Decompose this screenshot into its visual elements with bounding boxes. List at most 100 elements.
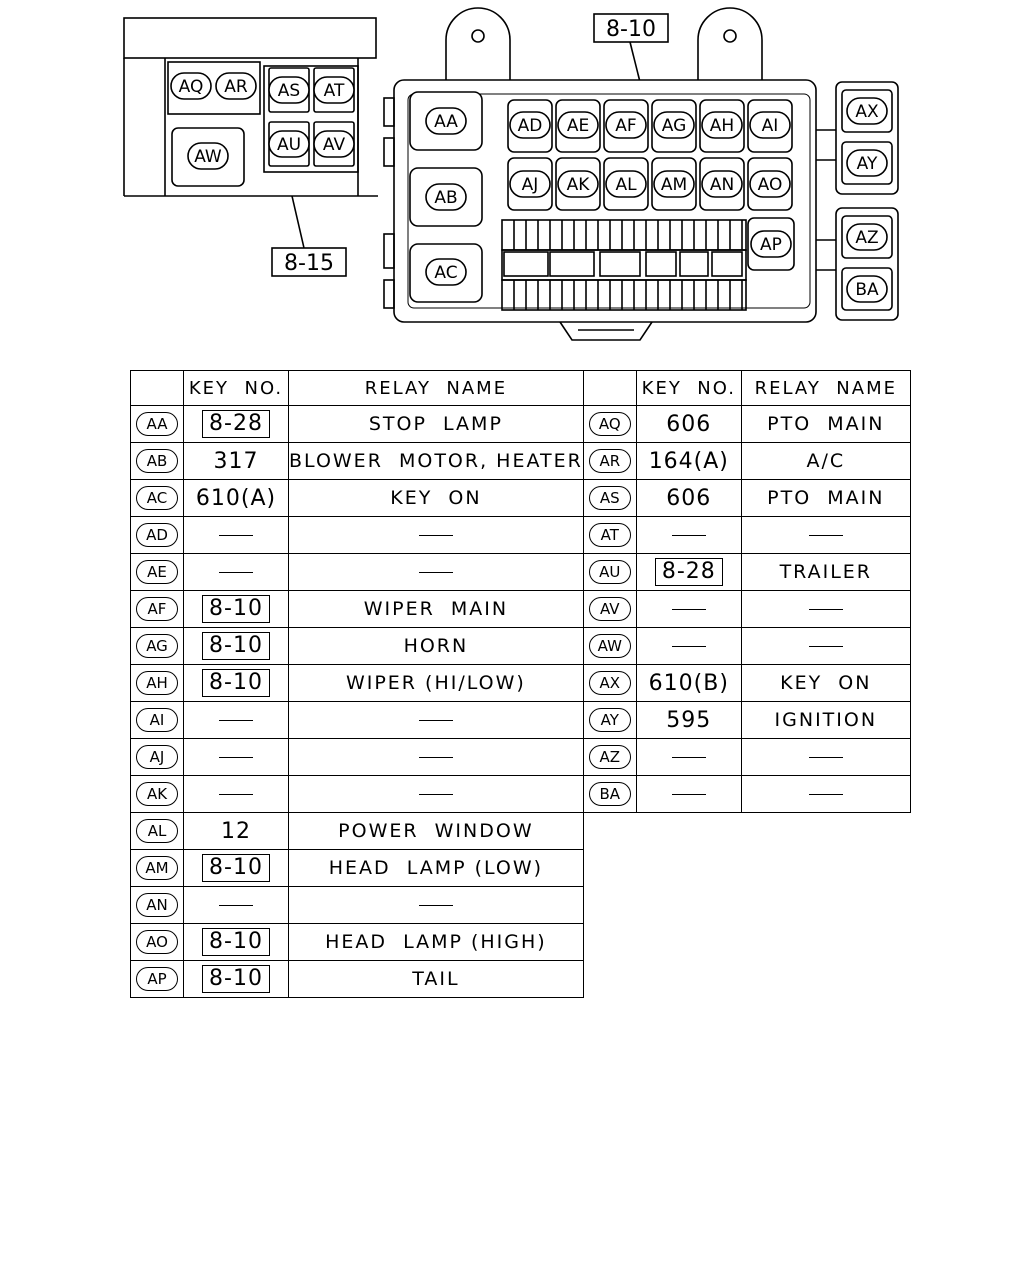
relay-aw-label: AW — [194, 147, 222, 167]
key-cell: AN — [130, 886, 184, 924]
relay-name-cell — [288, 738, 584, 776]
ref-box-8-10 — [593, 13, 669, 43]
empty-dash — [418, 905, 453, 906]
relay-ao-marker: AO — [749, 170, 791, 198]
relay-name-cell — [288, 701, 584, 739]
relay-key-badge: AA — [136, 412, 178, 436]
relay-key-badge: AU — [588, 560, 631, 584]
blank-cell — [636, 850, 741, 887]
relay-name: TAIL — [412, 968, 460, 990]
key-cell: AM — [130, 849, 184, 887]
key-no-cell — [183, 516, 289, 554]
key-no-cell: 8-28 — [635, 553, 742, 591]
relay-ae-marker: AE — [557, 111, 599, 139]
relay-key-badge: AP — [136, 967, 178, 991]
relay-name-cell: PTO MAIN — [740, 405, 911, 443]
table-row: AK BA — [130, 775, 911, 813]
key-no-value: 317 — [213, 448, 259, 474]
relay-af-marker: AF — [605, 111, 647, 139]
relay-key-badge: AX — [588, 671, 631, 695]
relay-name-cell: POWER WINDOW — [288, 812, 584, 850]
ref-label-8-10: 8-10 — [606, 17, 656, 42]
key-no-cell — [183, 738, 289, 776]
key-cell: AD — [130, 516, 184, 554]
key-cell: AW — [582, 627, 637, 665]
left-relay-block — [123, 17, 378, 197]
relay-key-badge: AL — [136, 819, 178, 843]
relay-key-badge: AK — [136, 782, 178, 806]
empty-dash — [418, 757, 453, 758]
relay-name-cell: KEY ON — [740, 664, 911, 702]
key-cell: AL — [130, 812, 184, 850]
relay-key-badge: AJ — [136, 745, 178, 769]
relay-name-cell — [288, 886, 584, 924]
key-no-cell — [635, 627, 742, 665]
key-no-cell: 8-10 — [183, 849, 289, 887]
key-cell: AY — [582, 701, 637, 739]
key-cell: AH — [130, 664, 184, 702]
blank-cell — [741, 813, 910, 850]
key-cell: AI — [130, 701, 184, 739]
blank-cell — [583, 850, 636, 887]
key-no-cell — [183, 886, 289, 924]
key-no-cell — [183, 775, 289, 813]
relay-ag-label: AG — [662, 116, 687, 136]
key-cell: AT — [582, 516, 637, 554]
blank-cell — [741, 887, 910, 924]
relay-aa-marker: AA — [425, 107, 467, 135]
relay-ar-marker: AR — [215, 72, 257, 100]
relay-ak-label: AK — [567, 175, 591, 195]
key-cell: AF — [130, 590, 184, 628]
empty-dash — [808, 535, 843, 536]
ref-box-8-15 — [271, 247, 347, 277]
relay-af-label: AF — [615, 116, 636, 136]
empty-dash — [418, 535, 453, 536]
empty-dash — [808, 794, 843, 795]
relay-at-marker: AT — [313, 76, 355, 104]
relay-key-badge: BA — [588, 782, 631, 806]
blank-cell — [741, 961, 910, 998]
blank-cell — [583, 813, 636, 850]
key-no-value: 610(A) — [195, 485, 277, 511]
relay-ah-marker: AH — [701, 111, 743, 139]
blank-cell — [636, 961, 741, 998]
key-no-cell: 606 — [635, 479, 742, 517]
relay-az-label: AZ — [855, 228, 878, 248]
empty-dash — [671, 794, 706, 795]
relay-name: BLOWER MOTOR, HEATER — [289, 450, 583, 472]
key-no-cell: 8-10 — [183, 664, 289, 702]
relay-name: STOP LAMP — [368, 413, 503, 435]
relay-name: HORN — [403, 635, 469, 657]
empty-dash — [219, 905, 253, 906]
key-no-cell: 606 — [635, 405, 742, 443]
relay-au-label: AU — [277, 135, 301, 155]
key-no-value: 610(B) — [648, 670, 729, 696]
relay-name-cell: PTO MAIN — [740, 479, 911, 517]
key-cell: AX — [582, 664, 637, 702]
key-no-cell — [635, 775, 742, 813]
key-no-cell: 317 — [183, 442, 289, 480]
relay-name: PTO MAIN — [767, 487, 885, 509]
key-cell: BA — [582, 775, 637, 813]
relay-aw-marker: AW — [187, 142, 229, 170]
key-no-ref-box: 8-10 — [202, 669, 270, 697]
blank-cell — [741, 850, 910, 887]
key-no-ref-box: 8-28 — [654, 558, 723, 586]
relay-name: KEY ON — [780, 672, 872, 694]
relay-as-label: AS — [278, 81, 300, 101]
relay-name-cell: TAIL — [288, 960, 584, 998]
relay-at-label: AT — [324, 81, 345, 101]
key-cell: AV — [582, 590, 637, 628]
key-cell: AS — [582, 479, 637, 517]
relay-name-cell — [740, 516, 911, 554]
key-no-header: KEY NO. — [188, 377, 284, 399]
key-no-ref-box: 8-10 — [202, 595, 270, 623]
key-no-cell: 610(B) — [635, 664, 742, 702]
